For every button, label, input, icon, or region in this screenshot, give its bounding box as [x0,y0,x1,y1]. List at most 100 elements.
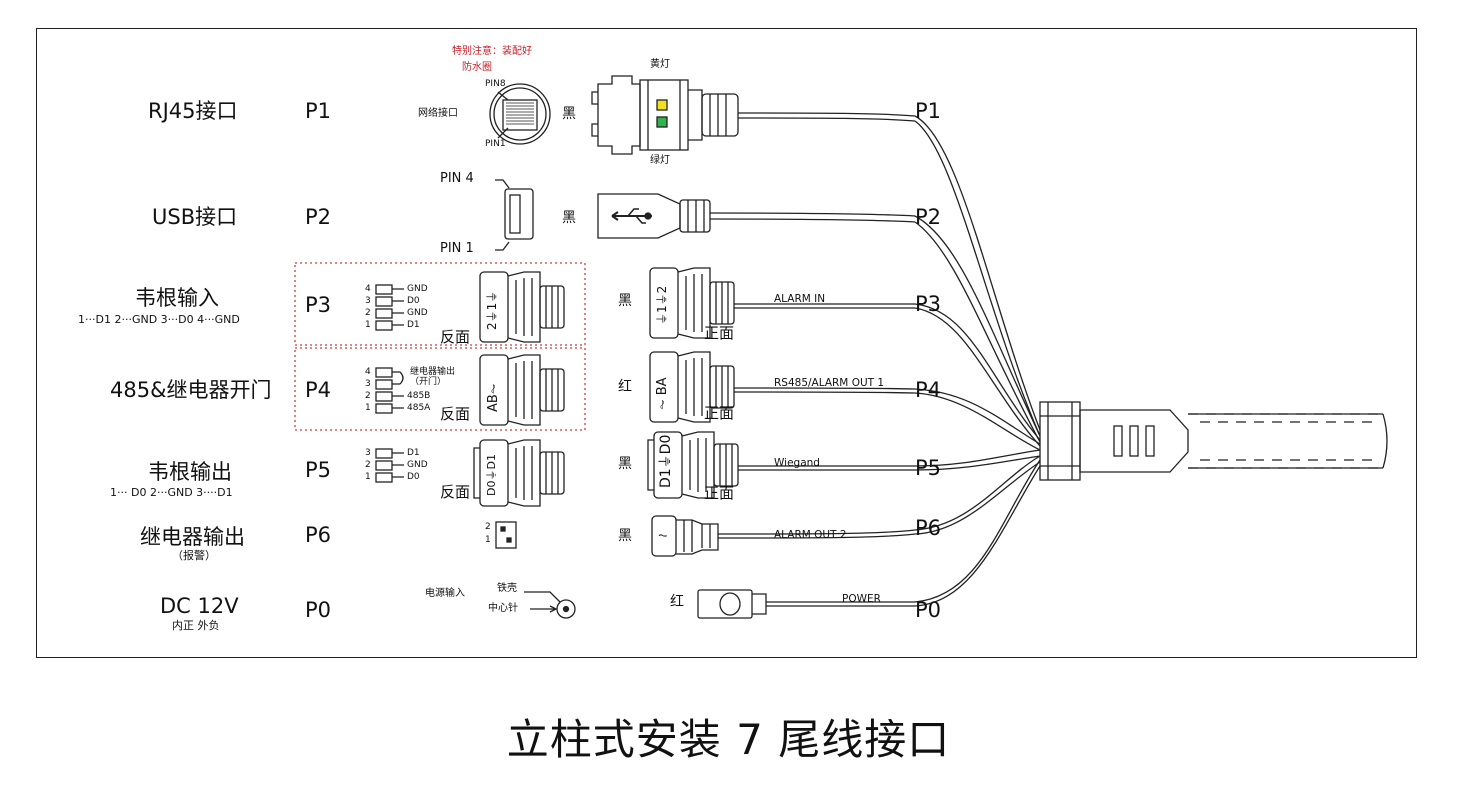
p3-pin-label: GND [407,284,428,294]
p6-front-connector-text: ⏦ [658,528,668,542]
p3-front-connector-text: ⏚1⏚2 [655,285,669,325]
p0-wire-label: POWER [842,593,881,605]
p3-pin-number: 2 [365,308,371,318]
p5-pin-label: D1 [407,448,420,458]
p3-back-connector-text: 2⏚1⏚ [485,290,499,330]
usb-color-label: 黑 [562,210,576,226]
p5-front-face-label: 正面 [704,484,735,502]
port-code-p6: P6 [305,523,332,547]
port-name-rj45: RJ45接口 [148,99,238,123]
p5-pin-number: 3 [365,448,371,458]
rj45-note-line1: 特别注意：装配好 [452,46,532,57]
p4-front-face-label: 正面 [704,404,735,422]
p3-pin-label: D1 [407,320,420,330]
p4-pin-number: 4 [365,367,371,377]
p4-pin-number: 1 [365,403,371,413]
p3-front-face-label: 正面 [704,324,735,342]
p4-terminal-block-icon [375,367,404,414]
p0-color-label: 红 [670,594,684,610]
port-name-wiegand-in: 韦根输入 [135,286,219,310]
p4-pin-number: 2 [365,391,371,401]
power-shell-label: 铁壳 [497,583,517,594]
port-code-p3: P3 [305,293,332,317]
diagram-frame [36,28,1417,658]
p5-pin-number: 1 [365,472,371,482]
port-sub-relay-out: （报警） [172,549,216,562]
p5-front-connector-icon [647,431,739,499]
p5-pin-number: 2 [365,460,371,470]
rj45-plug-icon [591,75,739,155]
p4-pin-number: 3 [365,379,371,389]
port-name-relay-out: 继电器输出 [140,525,245,549]
p6-front-connector-icon [651,515,719,557]
p3-front-connector-icon [649,267,735,339]
port-code-p5: P5 [305,458,332,482]
p4-pin-label: 485A [407,403,431,413]
right-code-p0: P0 [915,598,942,622]
p3-wire-label: ALARM IN [774,293,826,305]
p4-back-face-label: 反面 [440,405,471,423]
port-name-wiegand-out: 韦根输出 [148,460,232,484]
p4-color-label: 红 [618,379,632,395]
p5-pin-label: D0 [407,472,420,482]
p5-back-connector-icon [473,439,565,507]
rj45-jack-icon [489,83,551,145]
right-code-p3: P3 [915,292,942,316]
dc-jack-icon [524,591,576,619]
p3-pin-number: 1 [365,320,371,330]
p6-terminal-icon [495,521,517,549]
p5-terminal-block-icon [375,448,404,483]
right-code-p2: P2 [915,205,942,229]
power-input-label: 电源输入 [425,588,465,599]
p6-pin-number: 1 [485,535,491,545]
p3-pin-label: D0 [407,296,420,306]
usb-pin1-label: PIN 1 [440,241,474,256]
right-code-p5: P5 [915,456,942,480]
diagram-caption: 立柱式安装 7 尾线接口 [506,715,951,764]
cable-boot-icon [1039,401,1388,481]
p5-back-face-label: 反面 [440,483,471,501]
port-name-usb: USB接口 [152,205,238,229]
rj45-color-label: 黑 [562,106,576,122]
rj45-pin8-label: PIN8 [485,79,506,89]
p3-terminal-block-icon [375,284,404,331]
port-code-p1: P1 [305,99,332,123]
right-code-p1: P1 [915,99,942,123]
usb-port-icon [495,179,534,251]
right-code-p6: P6 [915,516,942,540]
rj45-note-line2: 防水圈 [462,62,492,73]
p4-front-connector-icon [649,351,735,423]
p3-color-label: 黑 [618,293,632,309]
port-sub-wiegand-out: 1··· D0 2···GND 3····D1 [110,486,233,499]
p6-wire-label: ALARM OUT 2 [774,529,847,541]
port-name-dc12v: DC 12V [160,594,239,618]
port-name-485-relay: 485&继电器开门 [110,378,272,402]
p6-color-label: 黑 [618,528,632,544]
p4-pin-label: （开门） [410,377,447,387]
p3-back-connector-icon [479,271,565,343]
rj45-network-label: 网络接口 [418,108,458,119]
port-sub-dc12v: 内正 外负 [172,619,220,632]
right-code-p4: P4 [915,378,942,402]
power-center-label: 中心针 [488,603,518,614]
p4-pin-label: 485B [407,391,431,401]
p3-dashed-box [294,262,586,346]
p4-dashed-box [294,347,586,431]
usb-plug-icon [597,193,711,239]
p4-front-connector-text: ⏦ BA [655,377,670,410]
p4-wire-label: RS485/ALARM OUT 1 [774,377,885,389]
p6-pin-number: 2 [485,522,491,532]
p3-pin-number: 4 [365,284,371,294]
port-code-p4: P4 [305,378,332,402]
p4-back-connector-icon [479,354,565,426]
rj45-pin1-label: PIN1 [485,139,506,149]
dc-plug-icon [697,589,767,619]
p5-color-label: 黑 [618,456,632,472]
port-sub-wiegand-in: 1···D1 2···GND 3···D0 4···GND [78,313,240,326]
rj45-green-led-label: 绿灯 [650,155,670,166]
p4-pin-label: 继电器输出 [410,367,456,377]
p5-wire-label: Wiegand [774,457,820,469]
p3-back-face-label: 反面 [440,328,471,346]
p4-back-connector-text: AB⏦ [486,383,501,412]
p3-pin-number: 3 [365,296,371,306]
